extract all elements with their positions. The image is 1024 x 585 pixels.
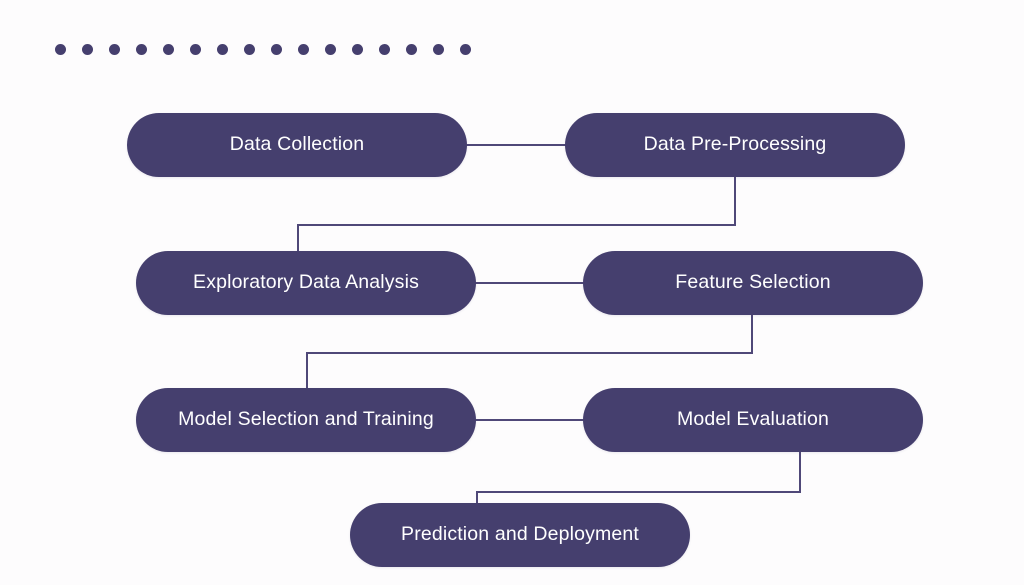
connector-conn-feature-to-model-training	[306, 314, 753, 389]
flow-node-label: Prediction and Deployment	[401, 523, 639, 546]
decoration-dot	[352, 44, 363, 55]
decoration-dot	[325, 44, 336, 55]
decoration-dot	[217, 44, 228, 55]
flow-node-label: Exploratory Data Analysis	[193, 271, 419, 294]
decoration-dot	[298, 44, 309, 55]
decoration-dot	[190, 44, 201, 55]
flow-node-data-pre-processing[interactable]: Data Pre-Processing	[565, 113, 905, 177]
flow-node-label: Model Evaluation	[677, 408, 829, 431]
dot-row-decoration	[55, 44, 471, 55]
decoration-dot	[406, 44, 417, 55]
flow-node-model-selection-training[interactable]: Model Selection and Training	[136, 388, 476, 452]
flow-node-label: Data Collection	[229, 133, 365, 156]
flow-node-feature-selection[interactable]: Feature Selection	[583, 251, 923, 315]
connector-conn-evaluation-to-prediction	[476, 451, 801, 504]
decoration-dot	[433, 44, 444, 55]
flow-node-label: Data Pre-Processing	[643, 133, 827, 156]
flow-node-data-collection[interactable]: Data Collection	[127, 113, 467, 177]
flow-node-model-evaluation[interactable]: Model Evaluation	[583, 388, 923, 452]
decoration-dot	[460, 44, 471, 55]
decoration-dot	[163, 44, 174, 55]
decoration-dot	[271, 44, 282, 55]
decoration-dot	[379, 44, 390, 55]
decoration-dot	[82, 44, 93, 55]
decoration-dot	[136, 44, 147, 55]
decoration-dot	[109, 44, 120, 55]
decoration-dot	[55, 44, 66, 55]
flow-node-label: Model Selection and Training	[178, 408, 434, 431]
flow-node-exploratory-data-analysis[interactable]: Exploratory Data Analysis	[136, 251, 476, 315]
connector-conn-preprocessing-to-eda	[297, 176, 736, 252]
decoration-dot	[244, 44, 255, 55]
flow-node-prediction-deployment[interactable]: Prediction and Deployment	[350, 503, 690, 567]
flow-node-label: Feature Selection	[675, 271, 831, 294]
